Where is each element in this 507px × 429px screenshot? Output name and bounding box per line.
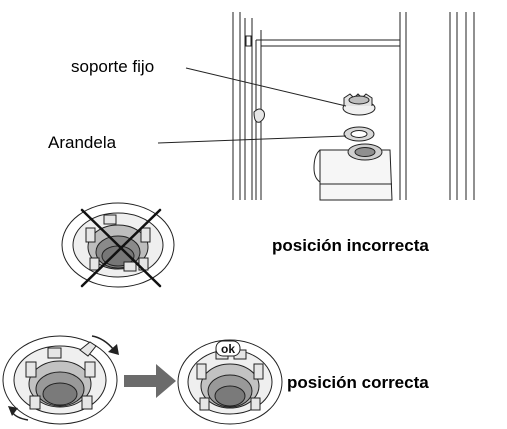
ok-badge	[215, 340, 241, 357]
correct-position-label: posición correcta	[287, 373, 429, 392]
wrong-position-label: posición incorrecta	[272, 236, 429, 255]
fixed-support-label: soporte fijo	[71, 57, 155, 76]
support-leader-line	[185, 67, 347, 107]
washer-leader-line	[157, 135, 347, 144]
cross-line-b	[80, 208, 162, 288]
ok-badge-text: ok	[221, 342, 235, 356]
washer-label: Arandela	[48, 133, 117, 152]
